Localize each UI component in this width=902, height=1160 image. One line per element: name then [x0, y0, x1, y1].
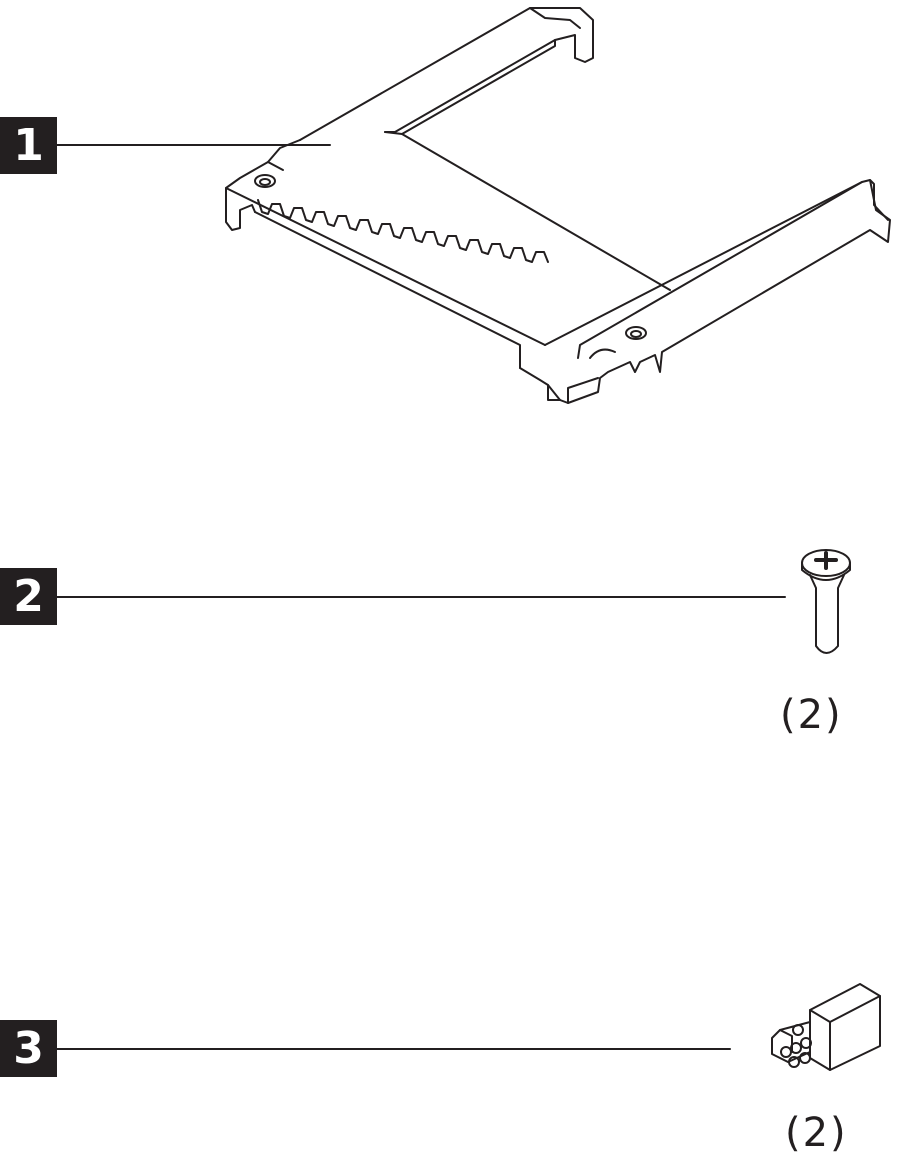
- part-2-badge: 2: [0, 568, 57, 625]
- bracket-tray-icon: [225, 7, 891, 404]
- part-3-badge: 3: [0, 1020, 57, 1077]
- part-2-quantity: (2): [780, 692, 843, 738]
- connector-icon: [771, 983, 881, 1071]
- screw-icon: [801, 549, 851, 654]
- part-3-quantity: (2): [785, 1110, 848, 1156]
- part-1-badge: 1: [0, 117, 57, 174]
